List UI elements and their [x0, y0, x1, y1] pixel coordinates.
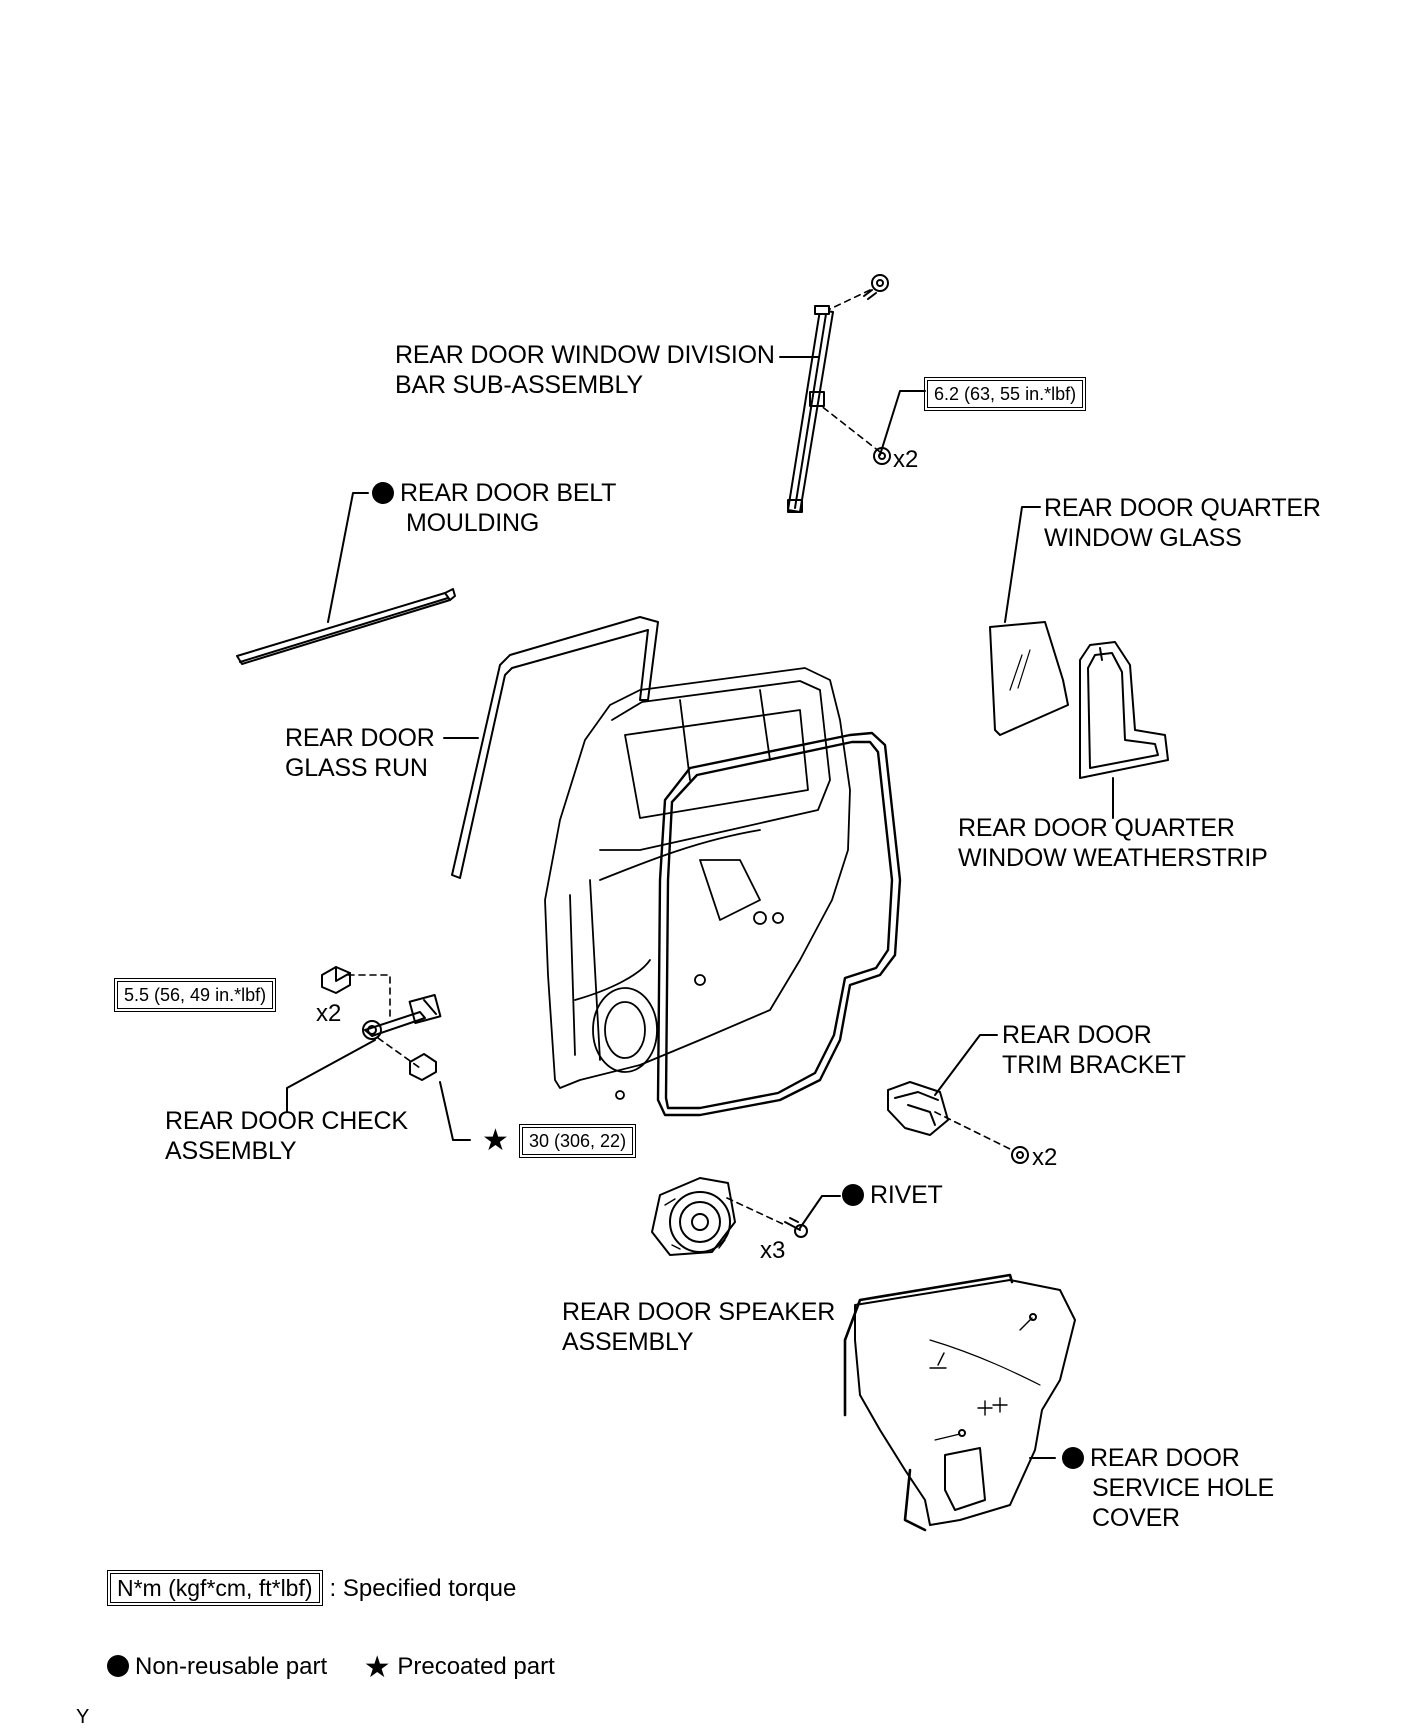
division-bar-part	[787, 305, 834, 513]
door-weatherstrip-part	[656, 731, 902, 1117]
label-glass-run: REAR DOOR GLASS RUN	[285, 724, 435, 782]
qty-trim-bracket-clip: x2	[1032, 1144, 1058, 1171]
fastener-dash-lines	[347, 289, 1013, 1226]
qty-rivet: x3	[760, 1237, 786, 1264]
torque-check-bolts: 5.5 (56, 49 in.*lbf)	[113, 978, 277, 1012]
label-trim-bracket: REAR DOOR TRIM BRACKET	[1002, 1021, 1186, 1079]
belt-moulding-part	[236, 588, 456, 665]
speaker-part	[651, 1177, 736, 1256]
rear-door-panel	[544, 667, 851, 1100]
rivets	[784, 1217, 808, 1238]
legend-torque-box: N*m (kgf*cm, ft*lbf)	[107, 1570, 323, 1606]
nonreusable-dot-icon	[372, 482, 394, 504]
torque-check-nuts: 30 (306, 22)	[518, 1124, 637, 1158]
quarter-window-weatherstrip-part	[1079, 641, 1169, 779]
glass-run-part	[451, 616, 659, 879]
service-hole-cover-part	[843, 1273, 1076, 1532]
trim-bracket-clip	[1011, 1146, 1029, 1164]
quarter-window-glass-part	[989, 621, 1069, 736]
label-belt-moulding: REAR DOOR BELT MOULDING	[372, 478, 616, 538]
qty-check-bolts: x2	[316, 1000, 342, 1027]
label-quarter-glass: REAR DOOR QUARTER WINDOW GLASS	[1044, 494, 1321, 552]
legend-nonreusable: Non-reusable part	[135, 1653, 328, 1680]
division-bar-bolt-top	[863, 274, 889, 300]
legend-symbols: Non-reusable part ★ Precoated part	[107, 1652, 555, 1683]
label-service-hole-cover: REAR DOOR SERVICE HOLE COVER	[1062, 1443, 1274, 1533]
label-division-bar: REAR DOOR WINDOW DIVISION BAR SUB-ASSEMB…	[395, 341, 775, 399]
corner-mark: Y	[76, 1706, 90, 1728]
qty-division-bar-bolt: x2	[893, 446, 919, 473]
label-speaker: REAR DOOR SPEAKER ASSEMBLY	[562, 1298, 836, 1356]
nonreusable-dot-icon	[107, 1655, 129, 1677]
label-check-assembly: REAR DOOR CHECK ASSEMBLY	[165, 1107, 408, 1165]
legend-torque: N*m (kgf*cm, ft*lbf): Specified torque	[107, 1570, 516, 1606]
nonreusable-dot-icon	[1062, 1447, 1084, 1469]
leader-lines	[286, 356, 1114, 1459]
nonreusable-dot-icon	[842, 1184, 864, 1206]
door-check-part	[362, 994, 442, 1040]
precoated-star-icon: ★	[482, 1124, 509, 1157]
precoated-star-icon: ★	[363, 1651, 391, 1684]
check-bolts	[321, 966, 437, 1081]
division-bar-bolt-lower	[873, 447, 891, 465]
trim-bracket-part	[887, 1081, 949, 1136]
label-quarter-weatherstrip: REAR DOOR QUARTER WINDOW WEATHERSTRIP	[958, 814, 1268, 872]
torque-division-bar: 6.2 (63, 55 in.*lbf)	[923, 377, 1087, 411]
legend-precoated: Precoated part	[397, 1653, 555, 1680]
label-rivet: RIVET	[842, 1180, 943, 1210]
